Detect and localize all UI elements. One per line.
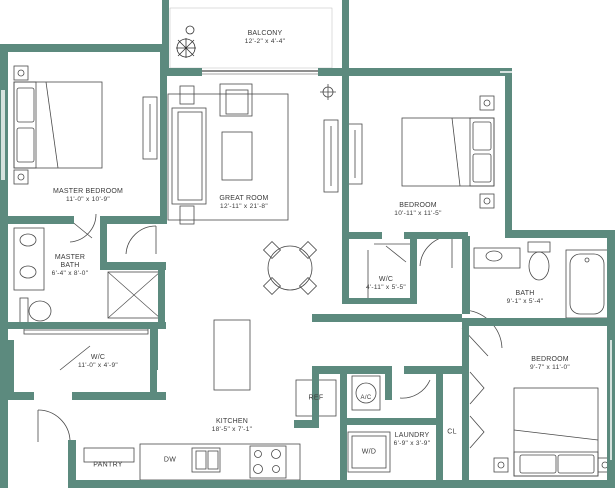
room-label-wic-2: W/C 11'-0" x 4'-9" xyxy=(78,354,118,370)
windows xyxy=(1,71,612,460)
room-name: BATH xyxy=(515,290,535,297)
bedroom-2-bed xyxy=(493,387,613,477)
room-label-laundry: LAUNDRY 6'-9" x 3'-9" xyxy=(394,432,431,448)
room-name: MASTER BEDROOM xyxy=(52,188,124,195)
washer-dryer-label: W/D xyxy=(361,448,377,456)
room-dims: 9'-1" x 5'-4" xyxy=(506,298,544,305)
bedroom-bed xyxy=(401,95,495,209)
room-name: W/C xyxy=(378,276,394,283)
room-dims: 6'-4" x 8'-0" xyxy=(51,270,89,277)
room-name: BALCONY xyxy=(247,30,283,37)
room-label-bedroom-2: BEDROOM 9'-7" x 11'-0" xyxy=(530,356,570,372)
room-dims: 9'-7" x 11'-0" xyxy=(529,364,571,371)
dining-table xyxy=(262,240,318,296)
refrigerator-label: REF xyxy=(308,394,324,402)
room-label-kitchen: KITCHEN 18'-5" x 7'-1" xyxy=(212,418,253,434)
room-label-master-bath: MASTER BATH 6'-4" x 8'-0" xyxy=(50,254,90,278)
room-name: W/C xyxy=(90,354,106,361)
room-label-wic-1: W/C 4'-11" x 5'-5" xyxy=(366,276,406,292)
plant-icon xyxy=(176,25,196,58)
room-dims: 12'-11" x 21'-8" xyxy=(220,203,268,210)
room-name: GREAT ROOM xyxy=(219,195,269,202)
room-dims: 11'-0" x 10'-9" xyxy=(66,196,110,203)
room-dims: 6'-9" x 3'-9" xyxy=(393,440,431,447)
dishwasher-label: DW xyxy=(163,456,177,464)
master-bed xyxy=(13,65,103,185)
room-dims: 18'-5" x 7'-1" xyxy=(211,426,253,433)
room-name: BEDROOM xyxy=(399,202,437,209)
room-dims: 12'-2" x 4'-4" xyxy=(244,38,286,45)
room-dims: 4'-11" x 5'-5" xyxy=(365,284,407,291)
room-name: MASTER BATH xyxy=(54,254,86,269)
room-label-bedroom-1: BEDROOM 10'-11" x 11'-5" xyxy=(394,202,441,218)
room-label-balcony: BALCONY 12'-2" x 4'-4" xyxy=(245,30,286,46)
room-name: LAUNDRY xyxy=(394,432,430,439)
room-label-bath: BATH 9'-1" x 5'-4" xyxy=(507,290,544,306)
room-name: BEDROOM xyxy=(531,356,569,363)
pantry-label: PANTRY xyxy=(93,461,123,469)
ac-label: A/C xyxy=(360,395,372,401)
closet-label: CL xyxy=(447,428,457,436)
room-dims: 10'-11" x 11'-5" xyxy=(394,210,442,217)
room-name: KITCHEN xyxy=(215,418,249,425)
flower-icon xyxy=(320,84,336,100)
room-label-master-bedroom: MASTER BEDROOM 11'-0" x 10'-9" xyxy=(53,188,123,204)
room-label-great-room: GREAT ROOM 12'-11" x 21'-8" xyxy=(219,195,268,211)
furniture-and-fixtures xyxy=(13,7,613,481)
room-dims: 11'-0" x 4'-9" xyxy=(77,362,119,369)
